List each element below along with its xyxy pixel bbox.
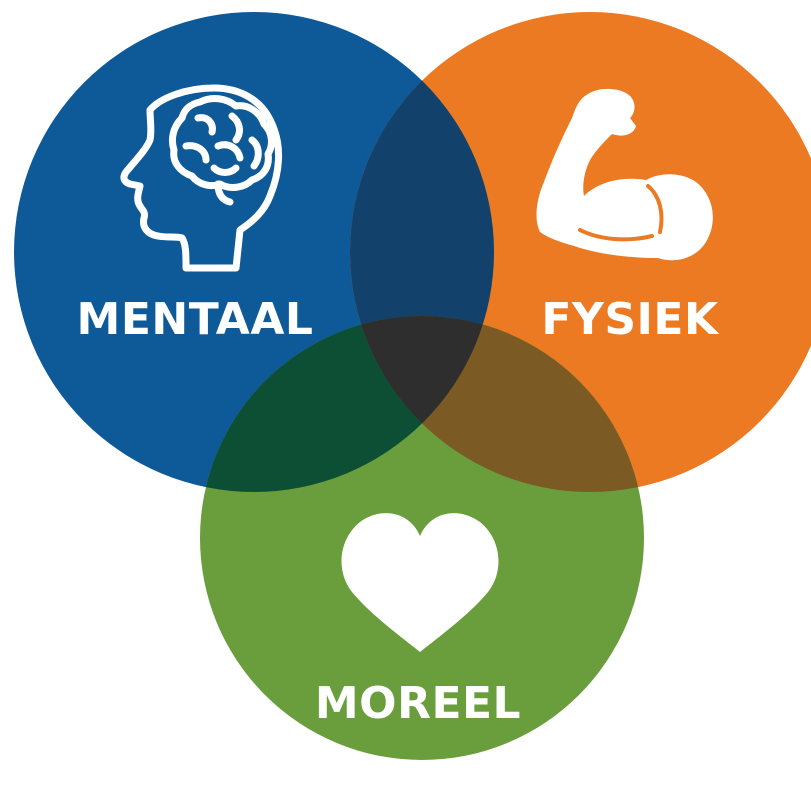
flexed-arm-icon: [536, 88, 713, 261]
heart-icon: [341, 513, 499, 652]
label-mentaal: MENTAAL: [77, 294, 314, 345]
overlap-mentaal-moreel: [200, 316, 494, 492]
label-moreel: MOREEL: [315, 678, 521, 729]
label-fysiek: FYSIEK: [541, 294, 720, 345]
brain-head-icon: [120, 84, 283, 272]
overlap-fysiek-moreel: [350, 316, 644, 492]
